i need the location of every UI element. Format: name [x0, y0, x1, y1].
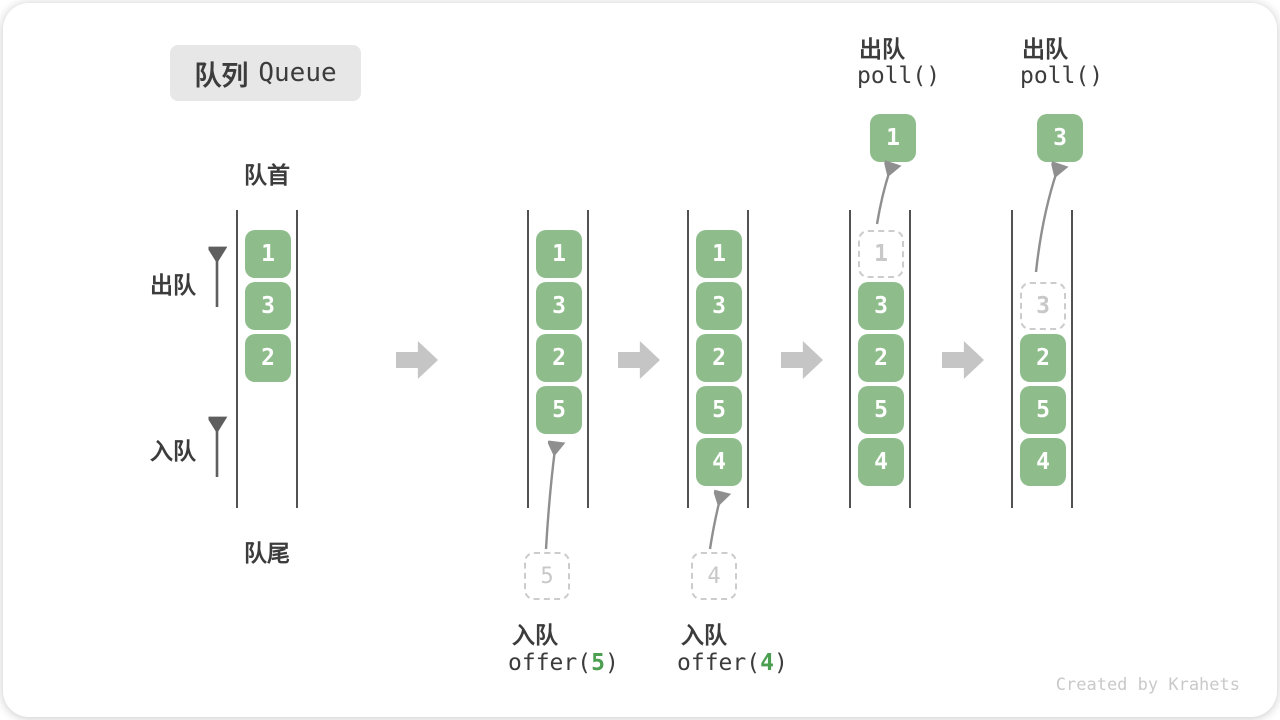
watermark: Created by Krahets	[1055, 675, 1240, 695]
queue-cell-solid: 2	[696, 334, 742, 382]
dequeue-op-label: 出队	[1022, 36, 1068, 62]
enqueue-op-label: 入队	[512, 622, 558, 648]
queue-cell-solid: 4	[696, 438, 742, 486]
code-arg: 5	[591, 650, 605, 676]
label-enqueue-side: 入队	[150, 438, 196, 464]
enqueue-ghost-box: 5	[524, 552, 570, 600]
queue-cell-dashed: 1	[858, 230, 904, 278]
code-prefix: offer(	[677, 650, 761, 676]
title-zh: 队列	[194, 60, 249, 91]
queue-cell-dashed: 3	[1020, 282, 1066, 330]
dequeued-value-box: 1	[870, 114, 916, 162]
queue-cell-solid: 5	[536, 386, 582, 434]
queue-cell-solid: 3	[858, 282, 904, 330]
queue-cell-solid: 3	[245, 282, 291, 330]
code-prefix: offer(	[508, 650, 592, 676]
dequeue-op-code: poll()	[1020, 63, 1104, 89]
code-arg: 4	[760, 650, 774, 676]
label-queue-front: 队首	[244, 162, 290, 188]
queue-cell-solid: 2	[858, 334, 904, 382]
enqueue-op-code: offer(4)	[677, 650, 788, 676]
queue-cell-solid: 5	[696, 386, 742, 434]
queue-cell-solid: 2	[245, 334, 291, 382]
title-box: 队列 Queue	[170, 45, 361, 101]
enqueue-op-code: offer(5)	[508, 650, 619, 676]
enqueue-op-label: 入队	[681, 622, 727, 648]
queue-cell-solid: 4	[858, 438, 904, 486]
queue-cell-solid: 1	[536, 230, 582, 278]
queue-cell-solid: 1	[696, 230, 742, 278]
dequeued-value-box: 3	[1037, 114, 1083, 162]
title-en: Queue	[258, 58, 337, 88]
queue-cell-solid: 3	[696, 282, 742, 330]
queue-cell-solid: 4	[1020, 438, 1066, 486]
enqueue-ghost-box: 4	[691, 552, 737, 600]
queue-cell-solid: 2	[1020, 334, 1066, 382]
queue-cell-solid: 2	[536, 334, 582, 382]
label-dequeue-side: 出队	[150, 272, 196, 298]
queue-cell-solid: 1	[245, 230, 291, 278]
dequeue-op-label: 出队	[859, 36, 905, 62]
code-suffix: )	[604, 650, 619, 676]
code-suffix: )	[773, 650, 788, 676]
dequeue-op-code: poll()	[857, 63, 941, 89]
queue-cell-solid: 5	[858, 386, 904, 434]
label-queue-rear: 队尾	[244, 540, 290, 566]
queue-cell-solid: 5	[1020, 386, 1066, 434]
queue-cell-solid: 3	[536, 282, 582, 330]
